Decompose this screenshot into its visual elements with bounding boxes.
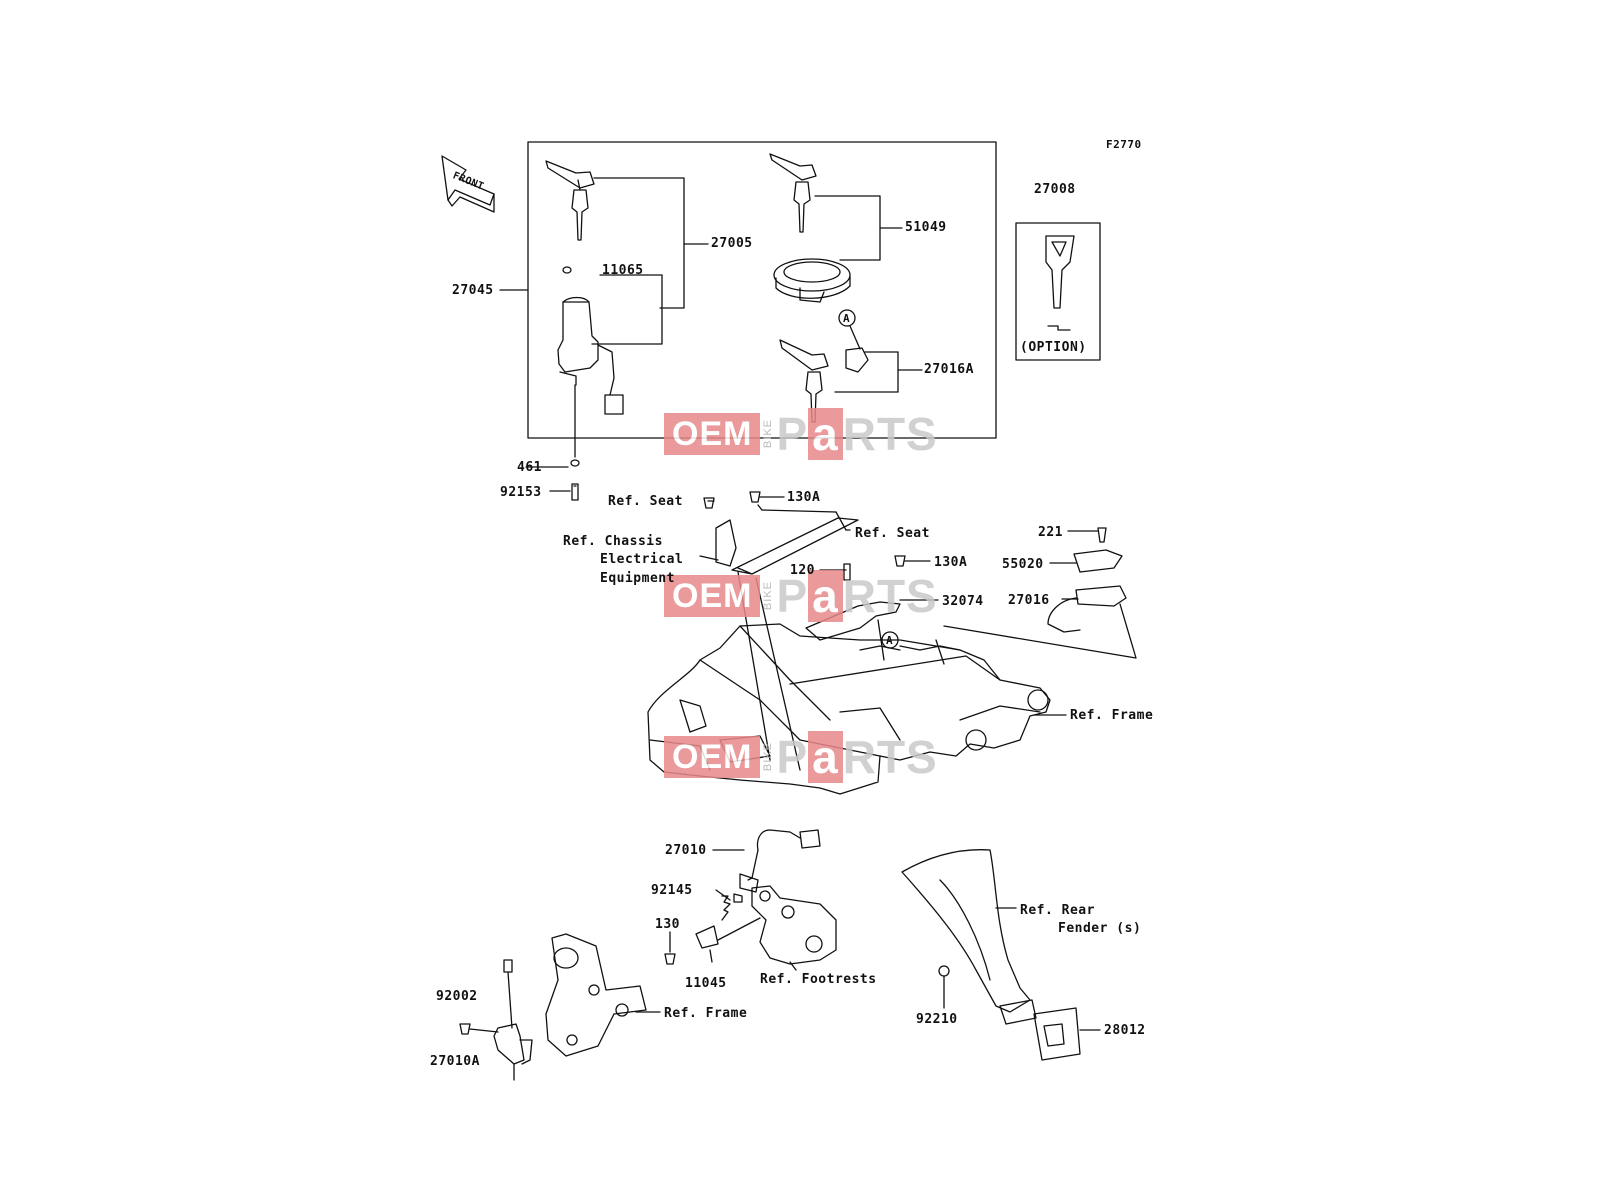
bolt-icon xyxy=(843,563,851,581)
fuel-cap-icon xyxy=(773,258,851,303)
part-label-92002: 92002 xyxy=(436,989,478,1004)
ignition-switch-icon xyxy=(557,266,624,458)
part-label-221: 221 xyxy=(1038,525,1063,540)
bolt-icon xyxy=(664,953,676,965)
ref-seat-label: Ref. Seat xyxy=(855,526,930,541)
part-label-92210: 92210 xyxy=(916,1012,958,1027)
key-icon xyxy=(769,153,817,233)
seat-lock-icon xyxy=(1075,585,1127,607)
option-box xyxy=(1015,222,1101,361)
spring-icon xyxy=(721,895,731,921)
bracket-plate-icon xyxy=(695,925,719,949)
footrest-bracket-icon xyxy=(751,885,837,965)
part-label-120: 120 xyxy=(790,563,815,578)
part-label-130A: 130A xyxy=(787,490,821,505)
part-label-28012: 28012 xyxy=(1104,1023,1146,1038)
ref-seat-label: Ref. Seat xyxy=(608,494,683,509)
chassis-bracket-icon xyxy=(715,519,737,567)
part-label-51049: 51049 xyxy=(905,220,947,235)
ref-frame-label: Ref. Frame xyxy=(664,1006,748,1021)
part-label-32074: 32074 xyxy=(942,594,984,609)
ref-rear-fender-label: Fender (s) xyxy=(1058,921,1142,936)
part-label-27005: 27005 xyxy=(711,236,753,251)
bolt-icon xyxy=(749,491,761,503)
part-label-92145: 92145 xyxy=(651,883,693,898)
cover-icon xyxy=(1073,549,1123,573)
ref-chassis-label: Equipment xyxy=(600,571,675,586)
part-label-27045: 27045 xyxy=(452,283,494,298)
frame-bracket-icon xyxy=(545,933,647,1057)
rear-fender-icon xyxy=(901,849,1081,1061)
ref-frame-label: Ref. Frame xyxy=(1070,708,1154,723)
option-label: (OPTION) xyxy=(1020,340,1087,355)
ref-chassis-label: Electrical xyxy=(600,552,684,567)
part-label-92153: 92153 xyxy=(500,485,542,500)
ref-rear-fender-label: Ref. Rear xyxy=(1020,903,1095,918)
bolt-icon xyxy=(459,1023,471,1035)
seat-bracket-icon xyxy=(731,517,859,575)
part-label-55020: 55020 xyxy=(1002,557,1044,572)
option-key-icon xyxy=(1045,235,1075,331)
bolt-icon xyxy=(1097,527,1107,543)
lock-bracket-icon xyxy=(805,601,901,641)
bolt-icon xyxy=(703,497,715,509)
ref-chassis-label: Ref. Chassis xyxy=(563,534,663,549)
part-label-27008: 27008 xyxy=(1034,182,1076,197)
washer-icon xyxy=(570,459,580,467)
figure-code: F2770 xyxy=(1106,138,1142,151)
bolt-icon xyxy=(571,483,579,501)
part-label-27010: 27010 xyxy=(665,843,707,858)
part-label-11045: 11045 xyxy=(685,976,727,991)
part-label-11065: 11065 xyxy=(602,263,644,278)
bolt-icon xyxy=(894,555,906,567)
callout-a: A xyxy=(886,634,894,647)
callout-a: A xyxy=(843,312,851,325)
part-label-461: 461 xyxy=(517,460,542,475)
part-label-27016: 27016 xyxy=(1008,593,1050,608)
part-label-27010A: 27010A xyxy=(430,1054,480,1069)
key-set-box xyxy=(527,141,997,439)
ref-footrests-label: Ref. Footrests xyxy=(760,972,877,987)
sidestand-switch-icon xyxy=(733,829,821,903)
key-icon xyxy=(545,160,595,241)
part-label-130A: 130A xyxy=(934,555,968,570)
front-arrow-icon xyxy=(441,155,495,213)
callout-a-circle xyxy=(838,309,856,327)
part-label-27016A: 27016A xyxy=(924,362,974,377)
washer-icon xyxy=(938,965,950,977)
switch-rod-icon xyxy=(493,959,533,1081)
part-label-130: 130 xyxy=(655,917,680,932)
